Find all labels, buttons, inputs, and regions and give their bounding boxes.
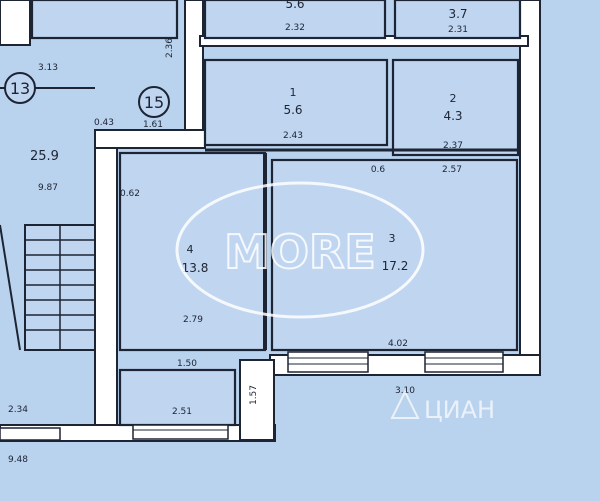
- room-1: [203, 58, 389, 147]
- wall-top-left: [94, 129, 206, 149]
- dim-room-3-top-b: 2.57: [442, 165, 462, 175]
- room-top-mid: [203, 0, 387, 40]
- marker-15-circle: [138, 86, 170, 118]
- dim-room-3-bottom: 4.02: [388, 339, 408, 349]
- dim-small-b: 1.61: [143, 120, 163, 130]
- stairs: [0, 224, 96, 351]
- room-1-number: 1: [290, 86, 297, 99]
- marker-13-label: 13: [10, 79, 30, 98]
- brand-name: ЦИАН: [424, 396, 495, 424]
- dim-column: 1.57: [249, 385, 259, 405]
- dim-left: 9.87: [38, 183, 58, 193]
- dim-room-4-bottom: 2.79: [183, 315, 203, 325]
- wall-bottom-column: [239, 359, 275, 441]
- watermark-text: MORE: [224, 225, 376, 279]
- room-4-area: 13.8: [182, 261, 209, 275]
- dim-bottom: 9.48: [8, 455, 28, 465]
- room-4: [118, 151, 267, 352]
- room-bath: [118, 368, 237, 427]
- dim-room-3-top-a: 0.6: [371, 165, 386, 175]
- room-4-number: 4: [187, 243, 194, 256]
- dim-vertical-a: 2.36: [165, 38, 175, 58]
- wall-top-left-block: [0, 0, 31, 46]
- room-left-area: 25.9: [30, 149, 59, 164]
- room-2-number: 2: [450, 92, 457, 105]
- room-top-left: [30, 0, 179, 40]
- room-2: [391, 58, 520, 157]
- brand-logo-icon: [390, 389, 420, 419]
- marker-13-circle: [4, 72, 36, 104]
- dim-top-right: 2.31: [448, 25, 468, 35]
- room-1-area: 5.6: [283, 103, 302, 117]
- dim-bath: 2.51: [172, 407, 192, 417]
- dim-left-bottom: 2.34: [8, 405, 28, 415]
- dim-room-4-top: 0.62: [120, 189, 140, 199]
- dim-room-1-bottom: 2.43: [283, 131, 303, 141]
- dim-room-2-bottom: 2.37: [443, 141, 463, 151]
- room-3: [270, 158, 519, 352]
- marker-15-label: 15: [144, 93, 164, 112]
- room-top-right: [393, 0, 522, 40]
- window-left: [0, 427, 61, 441]
- room-top-mid-area: 5.6: [285, 0, 304, 11]
- room-top-right-area: 3.7: [448, 7, 467, 21]
- window-bottom-2: [424, 351, 504, 373]
- dim-top-mid: 2.32: [285, 23, 305, 33]
- dim-small-a: 0.43: [94, 118, 114, 128]
- room-2-area: 4.3: [443, 109, 462, 123]
- wall-left-stair: [94, 129, 118, 441]
- wall-vertical-upper: [184, 0, 204, 143]
- room-3-area: 17.2: [382, 259, 409, 273]
- source-brand: ЦИАН: [390, 389, 495, 424]
- window-bath: [132, 424, 229, 440]
- room-3-number: 3: [389, 232, 396, 245]
- wall-right: [519, 0, 541, 373]
- watermark: MORE: [175, 181, 425, 319]
- dim-corridor: 1.50: [177, 359, 197, 369]
- dim-top-left: 3.13: [38, 63, 58, 73]
- window-bottom-1: [287, 351, 369, 373]
